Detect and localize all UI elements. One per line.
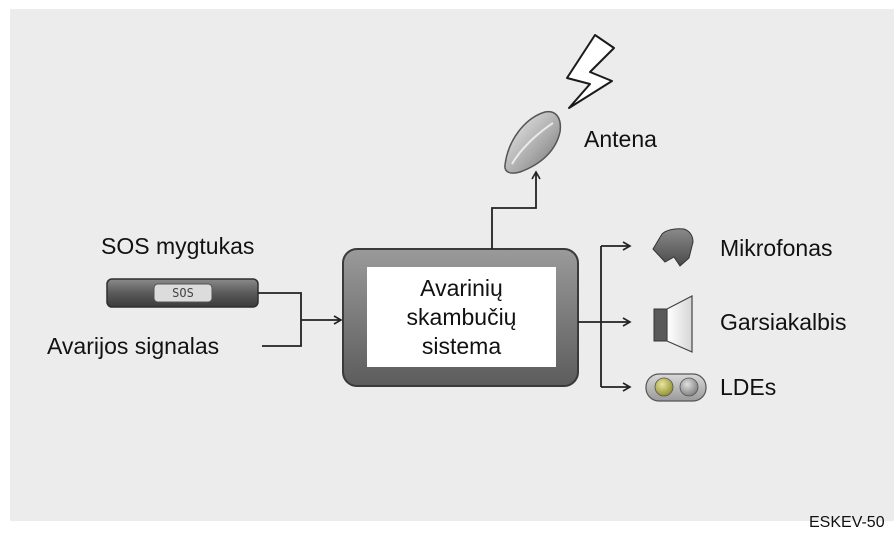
emergency-call-system-label: Avarinių skambučių sistema	[367, 267, 556, 367]
signal-lightning-icon	[566, 34, 615, 109]
antenna-connector	[491, 170, 541, 249]
figure-code: ESKEV-50	[809, 514, 885, 531]
leds-label: LDEs	[720, 374, 777, 400]
leds-icon	[645, 373, 707, 402]
microphone-label: Mikrofonas	[720, 235, 833, 261]
microphone-icon	[652, 228, 694, 267]
sos-button-icon	[106, 278, 259, 308]
antenna-icon	[504, 110, 562, 174]
antenna-label: Antena	[584, 126, 657, 152]
speaker-icon	[653, 295, 693, 353]
system-label-line-3: sistema	[421, 332, 502, 359]
sos-button-label: SOS mygtukas	[101, 233, 255, 259]
hazard-signal-label: Avarijos signalas	[47, 333, 220, 359]
input-connectors	[258, 292, 343, 347]
speaker-label: Garsiakalbis	[720, 309, 847, 335]
output-connectors	[578, 241, 632, 392]
sos-button-glyph: SOS	[172, 286, 194, 300]
system-label-line-1: Avarinių	[420, 274, 503, 301]
system-label-line-2: skambučių	[406, 303, 517, 330]
